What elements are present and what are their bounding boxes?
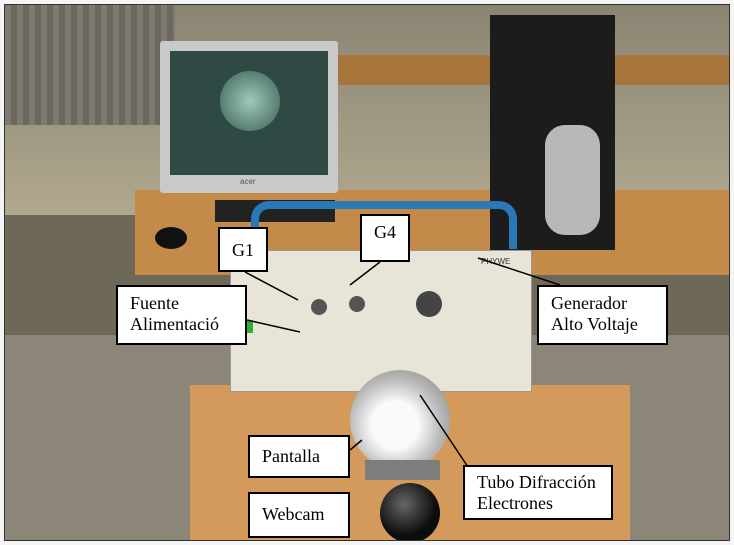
label-webcam-text: Webcam xyxy=(262,504,325,524)
monitor-screen xyxy=(170,51,328,175)
label-tubo-line1: Tubo Difracción xyxy=(477,472,596,492)
tube-image-on-screen xyxy=(220,71,280,131)
window-blind xyxy=(5,5,175,125)
label-tubo-line2: Electrones xyxy=(477,493,553,513)
label-g1: G1 xyxy=(218,227,268,272)
label-g1-text: G1 xyxy=(232,240,254,260)
webcam xyxy=(380,483,440,540)
brand-label: PHYWE xyxy=(481,257,511,266)
knob-g1 xyxy=(311,299,327,315)
tower-front-panel xyxy=(545,125,600,235)
pantalla-pointer xyxy=(349,439,363,451)
label-fuente-line2: Alimentació xyxy=(130,314,219,334)
label-generador-line2: Alto Voltaje xyxy=(551,314,638,334)
fuente-pointer xyxy=(246,319,301,333)
knob-hv xyxy=(416,291,442,317)
carry-handle xyxy=(251,201,517,249)
label-tubo-difraccion: Tubo Difracción Electrones xyxy=(463,465,613,520)
label-generador-alto-voltaje: Generador Alto Voltaje xyxy=(537,285,668,345)
label-pantalla: Pantalla xyxy=(248,435,350,478)
monitor: acer xyxy=(160,41,338,193)
label-fuente-line1: Fuente xyxy=(130,293,179,313)
label-fuente-alimentacion: Fuente Alimentació xyxy=(116,285,247,345)
tube-stand xyxy=(365,460,440,480)
mouse xyxy=(155,227,187,249)
tubo-pointer xyxy=(419,394,471,471)
diffraction-tube xyxy=(350,370,450,470)
generador-pointer xyxy=(477,257,561,286)
label-g4: G4 xyxy=(360,214,410,262)
label-generador-line1: Generador xyxy=(551,293,627,313)
label-pantalla-text: Pantalla xyxy=(262,446,320,466)
g1-pointer xyxy=(244,271,299,301)
knob-g4 xyxy=(349,296,365,312)
label-g4-text: G4 xyxy=(374,222,396,242)
monitor-brand: acer xyxy=(240,177,256,186)
label-webcam: Webcam xyxy=(248,492,350,538)
g4-pointer xyxy=(349,261,381,286)
